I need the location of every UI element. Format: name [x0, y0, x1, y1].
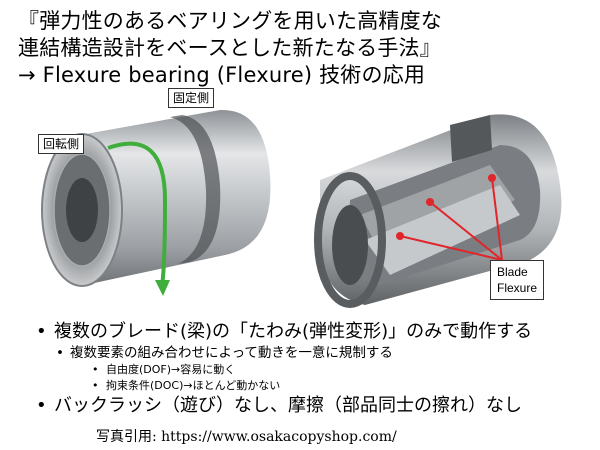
photo-credit: 写真引用: https://www.osakacopyshop.com/ [96, 429, 397, 445]
left-bearing-cylinder [41, 109, 271, 287]
fixed-side-label: 固定側 [168, 88, 215, 108]
blade-label-line-1: Blade [497, 265, 528, 279]
title-line-1: 『弾力性のあるベアリングを用いた高精度な [18, 9, 442, 33]
bullet-list: 複数のブレード(梁)の「たわみ(弾性変形)」のみで動作する 複数要素の組み合わせ… [36, 320, 586, 418]
rotation-arrow [107, 141, 170, 296]
bullet-no-backlash: バックラッシ（遊び）なし、摩擦（部品同士の擦れ）なし [36, 394, 586, 418]
slide-title: 『弾力性のあるベアリングを用いた高精度な 連結構造設計をベースとした新たなる手法… [18, 8, 588, 89]
flexure-bearing-figure: 固定側 回転側 Blade Flexure [20, 88, 580, 315]
bullet-blade-deflection: 複数のブレード(梁)の「たわみ(弾性変形)」のみで動作する [36, 320, 586, 344]
blade-pointers [396, 174, 503, 261]
bullet-doc: 拘束条件(DOC)→ほとんど動かない [36, 378, 586, 394]
bullet-dof: 自由度(DOF)→容易に動く [36, 362, 586, 378]
bullet-combination: 複数要素の組み合わせによって動きを一意に規制する [36, 344, 586, 362]
bearing-illustration [41, 109, 562, 308]
rotating-side-label: 回転側 [38, 134, 85, 154]
title-line-3: → Flexure bearing (Flexure) 技術の応用 [18, 63, 426, 87]
blade-flexure-label: Blade Flexure [490, 260, 545, 300]
blade-label-line-2: Flexure [497, 281, 538, 295]
title-line-2: 連結構造設計をベースとした新たなる手法』 [18, 36, 441, 60]
